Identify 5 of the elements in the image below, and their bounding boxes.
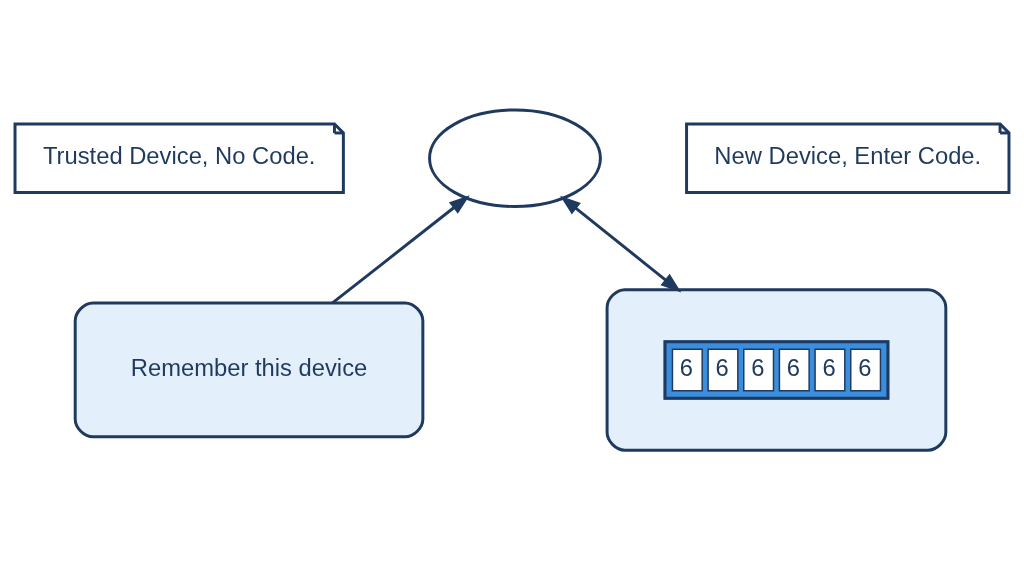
cluster [605, 288, 948, 452]
node-cloud [428, 108, 602, 208]
arrow [331, 195, 470, 305]
arrow [560, 195, 682, 293]
node-box: Remember this device [73, 301, 425, 439]
